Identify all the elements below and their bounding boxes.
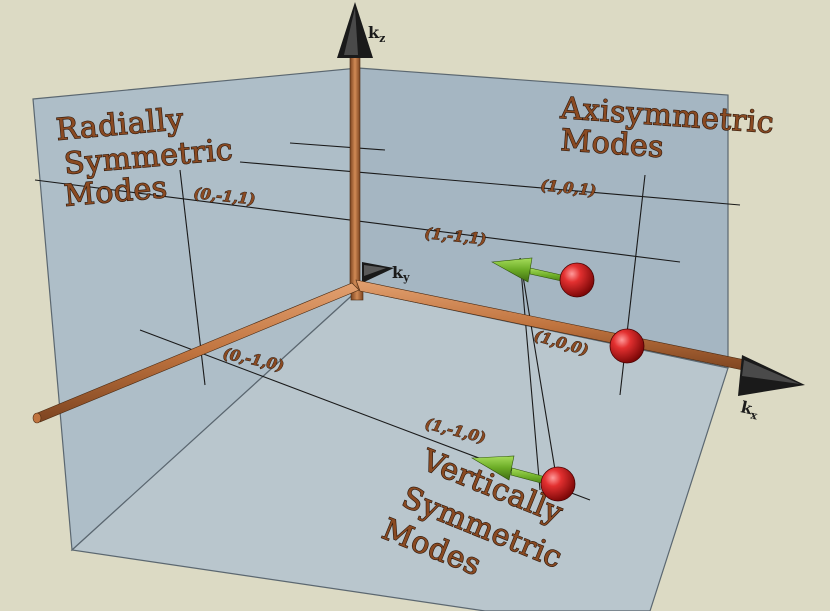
floor-plane (70, 289, 729, 611)
sphere-1-0-0 (609, 328, 645, 364)
kz-axis: kz (337, 2, 385, 291)
neg-ky-rod (32, 282, 360, 424)
point-label-1-0-1: (1,0,1) (540, 176, 598, 200)
ky-axis-label: ky (392, 263, 410, 284)
kz-axis-label: kz (368, 23, 385, 45)
sphere-1-1-1 (559, 262, 595, 298)
sphere-1-1-0 (540, 466, 576, 502)
left-plane-label-line-1: Radially (55, 102, 186, 148)
right-plane-label-line-2: Modes (559, 123, 665, 165)
kx-axis-label: kx (739, 397, 761, 422)
